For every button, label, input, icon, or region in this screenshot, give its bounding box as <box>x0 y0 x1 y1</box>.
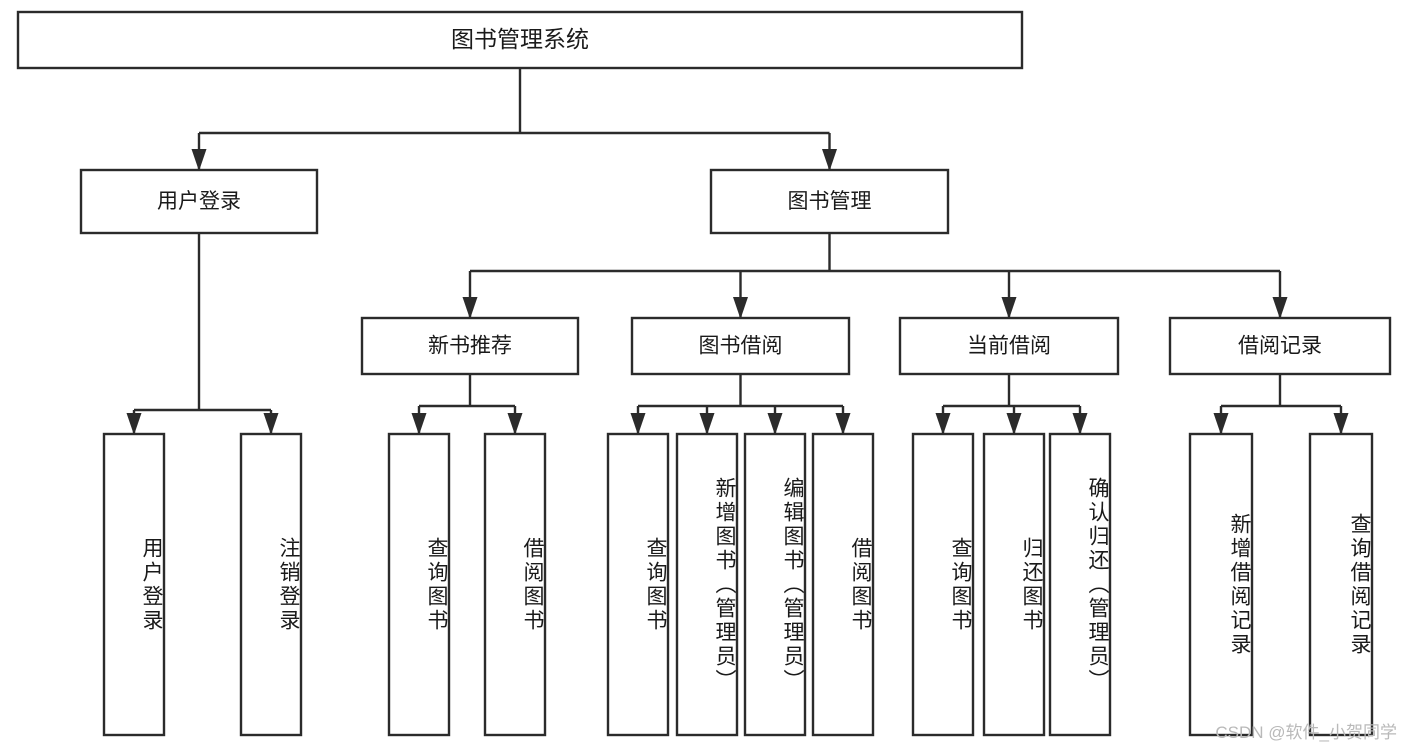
node-label: 图书管理 <box>788 190 872 213</box>
arrow-head-icon <box>462 297 478 319</box>
node-current-borrow[interactable]: 当前借阅 <box>898 316 1120 376</box>
arrow-head-icon <box>733 297 748 319</box>
arrow-head-icon <box>1072 413 1088 435</box>
arrow-head-icon <box>835 413 851 435</box>
node-leaf-confirm-return[interactable] <box>1048 432 1112 737</box>
node-leaf-query-book-rec[interactable] <box>387 432 451 737</box>
node-borrow-record[interactable]: 借阅记录 <box>1168 316 1392 376</box>
arrow-head-icon <box>126 413 142 435</box>
node-label: 图书借阅 <box>699 335 783 358</box>
node-book-manage[interactable]: 图书管理 <box>709 168 950 235</box>
node-leaf-borrow-book-rec[interactable] <box>483 432 547 737</box>
arrow-head-icon <box>1333 413 1349 435</box>
csdn-watermark: CSDN @软件_小贺同学 <box>1215 723 1397 742</box>
node-leaf-user-login[interactable] <box>102 432 166 737</box>
node-leaf-query-book-cur[interactable] <box>911 432 975 737</box>
arrow-head-icon <box>935 413 951 435</box>
arrow-head-icon <box>767 413 783 435</box>
arrow-head-icon <box>507 413 523 435</box>
arrow-head-icon <box>1272 297 1288 319</box>
arrow-head-icon <box>822 149 837 171</box>
node-root[interactable]: 图书管理系统 <box>16 10 1024 70</box>
node-leaf-add-record[interactable] <box>1188 432 1254 737</box>
node-leaf-add-book[interactable] <box>675 432 739 737</box>
edge-group-book-borrow <box>630 374 851 435</box>
edge-group-root <box>191 68 837 171</box>
arrow-head-icon <box>411 413 427 435</box>
node-leaf-query-book-borrow[interactable] <box>606 432 670 737</box>
edge-group-borrow-record <box>1213 374 1349 435</box>
arrow-head-icon <box>191 149 207 171</box>
node-leaf-user-logout[interactable] <box>239 432 303 737</box>
node-leaf-return-book[interactable] <box>982 432 1046 737</box>
node-label: 图书管理系统 <box>451 26 589 52</box>
edge-group-new-book-recommend <box>411 374 523 435</box>
node-label: 新书推荐 <box>428 335 512 358</box>
node-leaf-query-record[interactable] <box>1308 432 1374 737</box>
edge-group-book-manage <box>462 233 1288 319</box>
arrow-head-icon <box>1001 297 1017 319</box>
arrow-head-icon <box>630 413 646 435</box>
edge-group-current-borrow <box>935 374 1088 435</box>
arrow-head-icon <box>699 413 715 435</box>
node-label: 借阅记录 <box>1238 335 1322 358</box>
node-new-book-recommend[interactable]: 新书推荐 <box>360 316 580 376</box>
node-leaf-edit-book[interactable] <box>743 432 807 737</box>
arrow-head-icon <box>1006 413 1022 435</box>
arrow-head-icon <box>1213 413 1229 435</box>
node-book-borrow[interactable]: 图书借阅 <box>630 316 851 376</box>
node-label: 用户登录 <box>157 190 241 213</box>
node-label: 当前借阅 <box>967 335 1051 358</box>
node-leaf-borrow-book[interactable] <box>811 432 875 737</box>
arrow-head-icon <box>263 413 279 435</box>
edge-group-user-login <box>126 233 279 435</box>
edges-layer <box>126 68 1349 435</box>
node-user-login[interactable]: 用户登录 <box>79 168 319 235</box>
